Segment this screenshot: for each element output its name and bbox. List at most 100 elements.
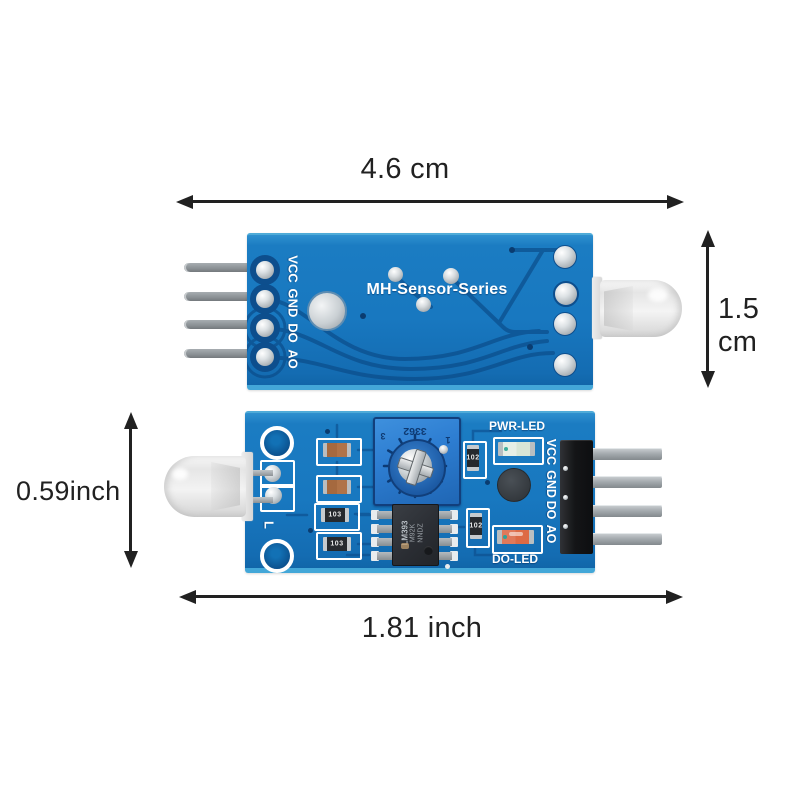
header-solder-dot	[563, 466, 568, 471]
smd-led-do	[497, 530, 534, 544]
module-pin	[184, 292, 251, 301]
led-flange	[242, 452, 253, 521]
dimension-right-label: 1.5 cm	[718, 293, 760, 358]
ic-pin	[377, 525, 393, 533]
module-pin	[184, 349, 251, 358]
via	[360, 313, 366, 319]
solder-pad-center	[256, 290, 274, 308]
ic-pad	[371, 524, 379, 534]
mounting-hole	[260, 426, 294, 460]
led-sheen	[509, 532, 523, 536]
led-reflector-shadow	[211, 462, 240, 511]
pin-label-vcc: VCC	[544, 438, 558, 466]
dimension-bottom-label: 1.81 inch	[361, 612, 483, 644]
header-pin	[578, 533, 662, 545]
header-solder-dot	[563, 524, 568, 529]
arrowhead-left-icon	[179, 589, 196, 604]
solder-pad-center	[256, 261, 274, 279]
arrowhead-left-icon	[176, 194, 193, 209]
header-pin	[578, 505, 662, 517]
ic-pin	[377, 511, 393, 519]
arrowhead-right-icon	[667, 194, 684, 209]
board-title: MH-Sensor-Series	[366, 281, 508, 298]
pwr-led-label: PWR-LED	[489, 419, 545, 433]
pcb-trace-art	[247, 248, 561, 381]
mounting-hole	[260, 539, 294, 573]
dimension-right-line	[706, 242, 709, 378]
dimension-left-line	[129, 424, 132, 558]
pin-label-vcc: VCC	[285, 255, 301, 283]
ic-pad	[371, 551, 379, 561]
pin-label-ao: AO	[285, 349, 301, 369]
pcb-top-view: VCC GND DO AO MH-Sensor-Series	[247, 233, 593, 390]
solder-joint	[443, 268, 459, 284]
via	[509, 247, 515, 253]
ic-pad	[450, 524, 458, 534]
arrowhead-up-icon	[123, 412, 138, 429]
ic-pin	[436, 525, 452, 533]
smd-led-pwr	[498, 442, 535, 456]
module-pin	[184, 320, 251, 329]
ic-logo-mark	[401, 543, 409, 549]
ic-pin	[436, 511, 452, 519]
via	[485, 480, 490, 485]
ic-pin	[436, 552, 452, 560]
led-outline	[493, 437, 544, 465]
via	[325, 429, 330, 434]
via	[527, 344, 533, 350]
trim-potentiometer: 3362 3 1	[373, 417, 461, 506]
via	[445, 564, 450, 569]
l-mark: L	[261, 521, 277, 529]
dimension-bottom-line	[191, 595, 675, 598]
pin-label-do: DO	[285, 323, 301, 343]
solder-pad	[553, 353, 577, 377]
smd-resistor: 103	[321, 508, 349, 522]
dimension-top-line	[188, 200, 676, 203]
pin-label-ao: AO	[544, 524, 558, 544]
pin-label-do: DO	[544, 500, 558, 520]
dimension-left-label: 0.59inch	[16, 476, 121, 506]
ic-pad	[450, 551, 458, 561]
resistor-outline	[466, 508, 490, 548]
resistor-outline	[463, 441, 487, 479]
ic-pin	[436, 538, 452, 546]
solder-pad	[553, 245, 577, 269]
ic-pin	[377, 552, 393, 560]
smd-capacitor	[323, 480, 351, 494]
ic-marking-line3: NNDZ	[417, 523, 425, 543]
smd-resistor: 102	[469, 513, 483, 539]
solder-pad	[553, 281, 579, 307]
pin-label-gnd: GND	[544, 470, 558, 498]
led-die	[503, 535, 507, 539]
capacitor-outline	[316, 438, 362, 466]
arrowhead-down-icon	[123, 551, 138, 568]
led-outline	[492, 525, 543, 554]
led-die	[504, 447, 508, 451]
resistor-value: 103	[330, 540, 344, 548]
resistor-outline	[314, 503, 360, 531]
module-pin	[184, 263, 251, 272]
ic-marking-line1: LM393	[400, 520, 410, 546]
ic-pad	[371, 510, 379, 520]
smd-resistor: 103	[323, 537, 351, 551]
dimension-top-label: 4.6 cm	[360, 153, 450, 185]
ic-pad	[450, 537, 458, 547]
resistor-value: 102	[469, 522, 483, 530]
ic-marking-line2: M92K	[409, 523, 417, 543]
arrowhead-down-icon	[700, 371, 715, 388]
solder-pad-center	[256, 319, 274, 337]
solder-pad	[553, 312, 577, 336]
ic-pad	[371, 537, 379, 547]
header-pin	[578, 448, 662, 460]
pot-back-metal-circle	[307, 291, 347, 331]
led-reflector-shadow	[604, 286, 633, 331]
led-flange	[592, 277, 602, 339]
header-pin	[578, 476, 662, 488]
pin-label-gnd: GND	[285, 288, 301, 318]
ic-body: LM393 M92K NNDZ	[392, 504, 439, 566]
ic-pin1-dot	[424, 546, 433, 555]
ic-pin	[377, 538, 393, 546]
solder-joint	[388, 267, 403, 282]
via	[308, 528, 313, 533]
